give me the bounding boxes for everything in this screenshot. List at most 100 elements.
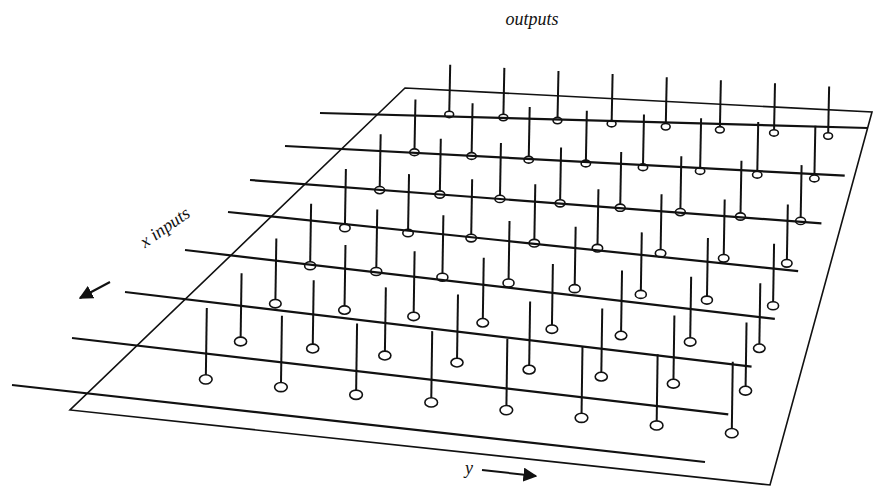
output-pin bbox=[281, 316, 282, 387]
output-pin bbox=[356, 323, 357, 394]
pin-socket bbox=[503, 279, 514, 287]
output-pin bbox=[414, 100, 415, 153]
pin-socket bbox=[546, 325, 558, 333]
pin-socket bbox=[718, 255, 728, 263]
output-pin bbox=[581, 346, 582, 417]
output-pin bbox=[732, 362, 733, 433]
output-pin bbox=[787, 204, 788, 263]
pin-socket bbox=[500, 406, 513, 415]
output-pin bbox=[509, 221, 510, 283]
pin-row bbox=[410, 100, 819, 182]
output-pin bbox=[529, 301, 530, 369]
pin-socket bbox=[615, 331, 627, 339]
pin-socket bbox=[379, 351, 391, 360]
axis-label: y bbox=[463, 459, 475, 479]
pin-row bbox=[199, 308, 738, 438]
direction-arrow bbox=[482, 470, 536, 476]
axis-label: outputs bbox=[503, 10, 560, 30]
pin-socket bbox=[275, 382, 288, 391]
pin-socket bbox=[569, 285, 580, 293]
output-pin bbox=[673, 315, 674, 383]
pin-socket bbox=[523, 365, 535, 374]
output-pin bbox=[471, 179, 472, 238]
output-pin bbox=[310, 204, 311, 266]
output-pin bbox=[680, 156, 681, 212]
pin-socket bbox=[595, 372, 607, 381]
output-pin bbox=[759, 283, 760, 348]
output-pin bbox=[720, 80, 721, 130]
pin-socket bbox=[408, 312, 420, 320]
pin-socket bbox=[339, 306, 351, 314]
output-pin bbox=[661, 194, 662, 253]
pin-socket bbox=[725, 429, 738, 438]
pin-socket bbox=[739, 386, 751, 395]
output-pin bbox=[529, 107, 530, 160]
output-pin bbox=[666, 77, 667, 127]
pin-row bbox=[305, 204, 779, 310]
pin-socket bbox=[770, 130, 779, 136]
base-plane bbox=[70, 88, 872, 485]
output-pin bbox=[449, 65, 450, 115]
output-pin bbox=[275, 239, 276, 304]
pin-socket bbox=[235, 337, 247, 346]
input-wire bbox=[185, 250, 775, 319]
pin-socket bbox=[451, 358, 463, 367]
output-pin bbox=[586, 111, 587, 164]
pin-socket bbox=[477, 319, 489, 327]
pin-socket bbox=[199, 375, 212, 384]
output-pin bbox=[773, 244, 774, 306]
output-pin bbox=[612, 74, 613, 124]
output-pin bbox=[408, 174, 409, 233]
output-pin bbox=[313, 280, 314, 348]
pin-row bbox=[375, 134, 806, 224]
pin-row bbox=[270, 239, 766, 353]
output-pin bbox=[740, 161, 741, 217]
output-pin bbox=[431, 331, 432, 402]
pin-socket bbox=[768, 302, 779, 310]
pin-socket bbox=[667, 379, 679, 388]
output-pin bbox=[575, 227, 576, 289]
output-pin bbox=[746, 323, 747, 391]
output-pin bbox=[472, 103, 473, 156]
output-pin bbox=[700, 118, 701, 171]
output-pin bbox=[724, 199, 725, 258]
output-pin bbox=[560, 148, 561, 204]
pin-row bbox=[445, 65, 833, 139]
output-pin bbox=[690, 277, 691, 342]
pin-socket bbox=[350, 390, 363, 399]
output-pin bbox=[483, 258, 484, 323]
pin-socket bbox=[782, 260, 792, 268]
output-pin bbox=[597, 189, 598, 248]
axis-label: x inputs bbox=[135, 203, 196, 254]
output-pin bbox=[344, 245, 345, 310]
pin-socket bbox=[650, 421, 663, 430]
input-wire bbox=[320, 113, 868, 128]
output-pin bbox=[814, 126, 815, 179]
output-pin bbox=[641, 232, 642, 294]
output-pin bbox=[707, 238, 708, 300]
pin-socket bbox=[701, 296, 712, 304]
pin-socket bbox=[270, 299, 282, 307]
output-pin bbox=[552, 264, 553, 329]
output-pin bbox=[457, 294, 458, 362]
output-pin bbox=[643, 115, 644, 168]
output-pin bbox=[620, 152, 621, 208]
pin-socket bbox=[307, 344, 319, 353]
pin-socket bbox=[575, 413, 588, 422]
output-pin bbox=[380, 134, 381, 190]
pin-socket bbox=[635, 290, 646, 298]
pin-socket bbox=[715, 127, 724, 133]
output-pin bbox=[657, 354, 658, 425]
output-pin bbox=[345, 169, 346, 228]
output-pin bbox=[601, 308, 602, 376]
pin-socket bbox=[754, 344, 766, 352]
pin-socket bbox=[810, 175, 819, 182]
output-pin bbox=[534, 184, 535, 243]
output-pin bbox=[442, 215, 443, 277]
output-pin bbox=[801, 165, 802, 221]
output-pin bbox=[385, 287, 386, 355]
pin-row bbox=[340, 169, 792, 267]
input-wire bbox=[12, 385, 705, 462]
